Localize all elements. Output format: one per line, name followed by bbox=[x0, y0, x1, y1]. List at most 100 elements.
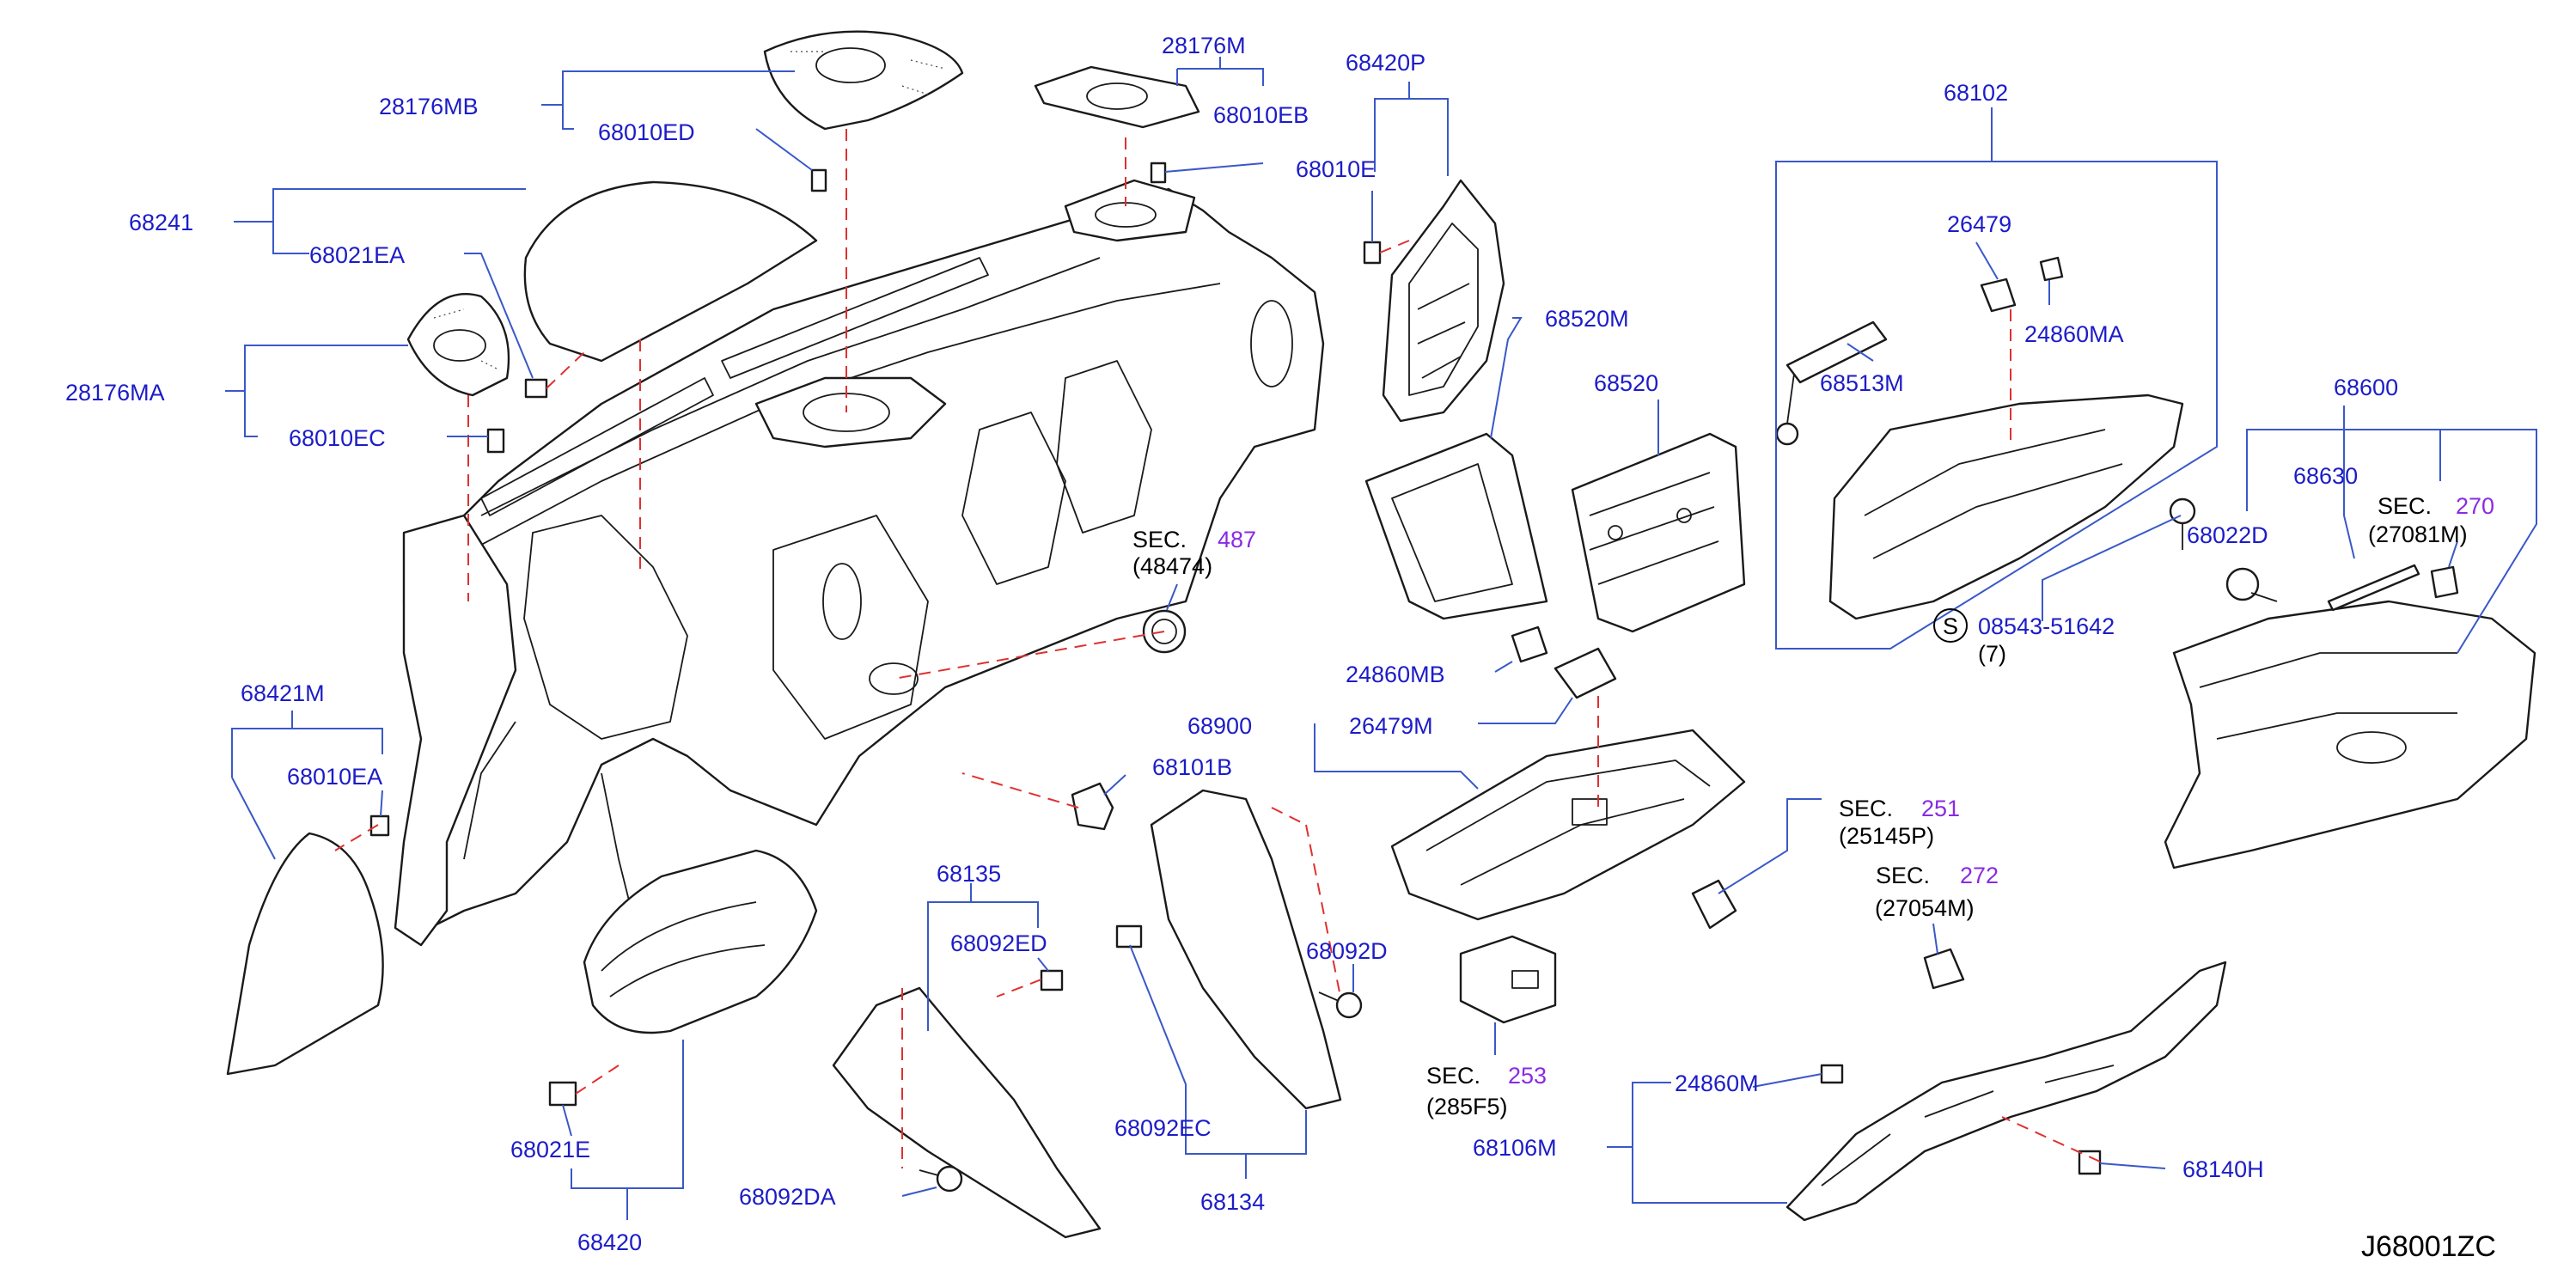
glove-box-68600 bbox=[2164, 600, 2536, 869]
meter-hood-68420 bbox=[583, 849, 818, 1034]
sec-253-ref: (285F5) bbox=[1426, 1094, 1508, 1119]
label-s-symbol: S bbox=[1943, 613, 1958, 639]
label-68513m[interactable]: 68513M bbox=[1820, 370, 1904, 396]
screw-68092da bbox=[919, 1165, 963, 1193]
speaker-grille-28176m bbox=[1034, 65, 1200, 129]
label-68420p[interactable]: 68420P bbox=[1346, 50, 1425, 76]
glove-box-lid-68102 bbox=[1828, 393, 2184, 620]
leader-lines bbox=[225, 57, 2537, 1220]
connector-24860ma bbox=[2039, 256, 2064, 282]
label-68900[interactable]: 68900 bbox=[1187, 713, 1252, 739]
s-symbol-circle bbox=[1933, 608, 1968, 643]
cluster-lid-68421m bbox=[226, 832, 384, 1076]
sec-270-ref: (27081M) bbox=[2368, 522, 2468, 547]
label-68600[interactable]: 68600 bbox=[2334, 375, 2398, 400]
label-26479m[interactable]: 26479M bbox=[1349, 713, 1433, 739]
clip-68010eb bbox=[1150, 162, 1167, 184]
hidden-lines bbox=[334, 129, 2101, 1168]
pad-68241 bbox=[523, 180, 818, 363]
sec-251-number[interactable]: 251 bbox=[1921, 796, 1960, 821]
sec-251-prefix: SEC. bbox=[1839, 796, 1893, 821]
label-68010e[interactable]: 68010E bbox=[1296, 156, 1376, 182]
clip-68092ec bbox=[1115, 924, 1143, 949]
center-cover-68134 bbox=[1150, 789, 1342, 1110]
harness-24860mb bbox=[1511, 625, 1548, 663]
label-68092ec[interactable]: 68092EC bbox=[1114, 1115, 1212, 1141]
sec-272-number[interactable]: 272 bbox=[1960, 863, 1999, 888]
console-68900 bbox=[1390, 729, 1746, 921]
lower-panel-68106m bbox=[1785, 961, 2227, 1222]
label-68520m[interactable]: 68520M bbox=[1545, 306, 1629, 332]
sec-251-ref: (25145P) bbox=[1839, 823, 1934, 849]
section-references: SEC. 487 (48474) SEC. 270 (27081M) SEC. … bbox=[1132, 493, 2494, 1119]
clip-24860m bbox=[1820, 1064, 1844, 1084]
label-68010ea[interactable]: 68010EA bbox=[287, 764, 382, 790]
stopper-68022d-lower bbox=[2225, 567, 2278, 602]
label-08543-51642[interactable]: 08543-51642 bbox=[1978, 613, 2115, 639]
audio-finisher-68520 bbox=[1571, 432, 1746, 633]
connector-27054m bbox=[1923, 948, 1965, 990]
label-68140h[interactable]: 68140H bbox=[2182, 1156, 2264, 1182]
damper-68513m bbox=[1775, 320, 1888, 446]
clip-68021e bbox=[548, 1081, 577, 1107]
lower-cover-68135 bbox=[832, 986, 1102, 1239]
screw-68092d bbox=[1318, 991, 1363, 1019]
label-68135[interactable]: 68135 bbox=[937, 861, 1001, 887]
part-68101b bbox=[1071, 782, 1114, 831]
sec-487-ref: (48474) bbox=[1132, 553, 1212, 579]
label-68106m[interactable]: 68106M bbox=[1473, 1135, 1557, 1161]
sec-487-number[interactable]: 487 bbox=[1218, 527, 1256, 552]
label-68101b[interactable]: 68101B bbox=[1152, 754, 1232, 780]
speaker-grille-28176mb bbox=[763, 30, 964, 131]
part-labels: 28176MB 68010ED 28176M 68010EB 68420P 68… bbox=[65, 33, 2398, 1255]
label-68092ed[interactable]: 68092ED bbox=[950, 930, 1047, 956]
clip-68021ea bbox=[524, 378, 548, 399]
bumper-27081m bbox=[2430, 565, 2459, 599]
connector-25145p bbox=[1691, 879, 1737, 930]
label-24860ma[interactable]: 24860MA bbox=[2024, 321, 2124, 347]
speaker-grille-28176ma bbox=[406, 292, 510, 397]
label-26479[interactable]: 26479 bbox=[1947, 211, 2011, 237]
clip-68140h bbox=[2078, 1150, 2102, 1175]
label-68022d[interactable]: 68022D bbox=[2187, 522, 2268, 548]
label-68010ec[interactable]: 68010EC bbox=[289, 425, 386, 451]
lamp-26479 bbox=[1980, 278, 2017, 313]
sec-272-ref: (27054M) bbox=[1875, 895, 1975, 921]
label-68420[interactable]: 68420 bbox=[577, 1229, 642, 1255]
label-68520[interactable]: 68520 bbox=[1594, 370, 1658, 396]
label-68021ea[interactable]: 68021EA bbox=[309, 242, 405, 268]
ip-left-side-panel bbox=[394, 514, 517, 947]
label-68092da[interactable]: 68092DA bbox=[739, 1184, 836, 1210]
label-24860m[interactable]: 24860M bbox=[1675, 1071, 1759, 1096]
label-68134[interactable]: 68134 bbox=[1200, 1189, 1265, 1215]
label-08543-qty: (7) bbox=[1978, 641, 2006, 667]
lamp-26479m bbox=[1554, 647, 1617, 699]
sec-270-number[interactable]: 270 bbox=[2456, 493, 2494, 519]
clip-68010ea bbox=[369, 814, 390, 837]
sec-253-number[interactable]: 253 bbox=[1508, 1063, 1547, 1089]
label-24860mb[interactable]: 24860MB bbox=[1346, 662, 1445, 687]
label-68021e[interactable]: 68021E bbox=[510, 1137, 590, 1162]
label-68010eb[interactable]: 68010EB bbox=[1213, 102, 1309, 128]
label-68010ed[interactable]: 68010ED bbox=[598, 119, 695, 145]
label-68092d[interactable]: 68092D bbox=[1306, 938, 1388, 964]
side-vent-68420p bbox=[1382, 179, 1505, 423]
drawing-code: J68001ZC bbox=[2361, 1230, 2496, 1263]
label-68630[interactable]: 68630 bbox=[2293, 463, 2358, 489]
sec-487-prefix: SEC. bbox=[1132, 527, 1187, 552]
label-28176mb[interactable]: 28176MB bbox=[379, 94, 479, 119]
clip-68010e bbox=[1363, 241, 1382, 265]
label-28176ma[interactable]: 28176MA bbox=[65, 380, 165, 406]
clip-68010ed bbox=[810, 168, 827, 192]
label-68241[interactable]: 68241 bbox=[129, 210, 193, 235]
clip-68010ec bbox=[486, 428, 505, 454]
sec-270-prefix: SEC. bbox=[2378, 493, 2432, 519]
module-285f5 bbox=[1459, 935, 1557, 1024]
label-28176m[interactable]: 28176M bbox=[1162, 33, 1246, 58]
sec-272-prefix: SEC. bbox=[1876, 863, 1930, 888]
label-68421m[interactable]: 68421M bbox=[241, 680, 325, 706]
finisher-68520m bbox=[1364, 432, 1548, 620]
sec-253-prefix: SEC. bbox=[1426, 1063, 1480, 1089]
label-68102[interactable]: 68102 bbox=[1944, 80, 2008, 106]
